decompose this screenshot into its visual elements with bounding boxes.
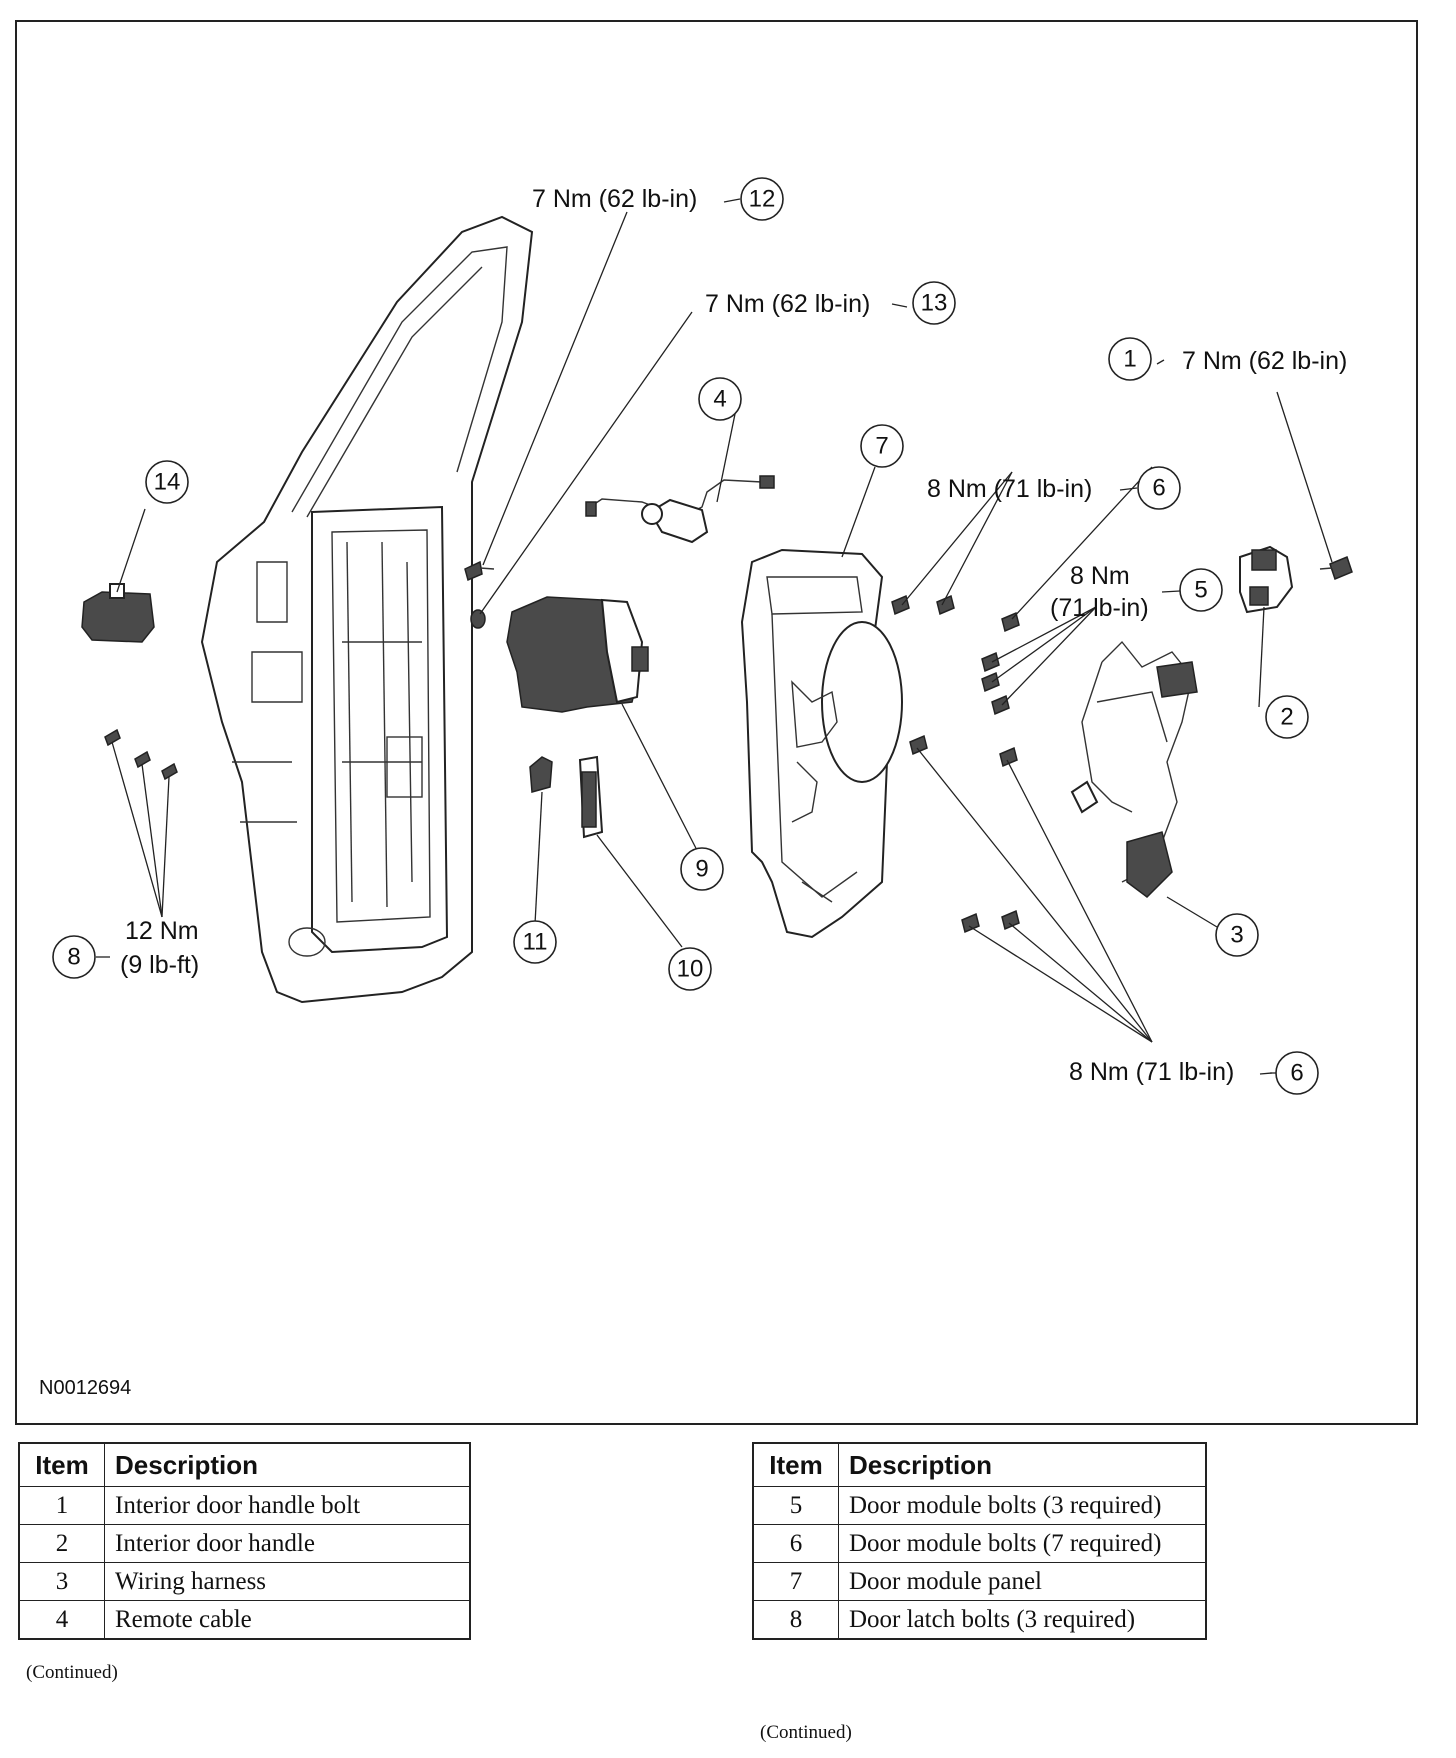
part-3-wiring-harness (1070, 640, 1198, 898)
part-13-nut (470, 609, 486, 629)
callout-5: 5 (1179, 568, 1223, 612)
callout-6-lower-torque: 8 Nm (71 lb-in) (1069, 1058, 1234, 1086)
callout-8: 8 (52, 935, 96, 979)
svg-text:14: 14 (154, 469, 181, 496)
table-2-continued-note: (Continued) (760, 1722, 852, 1743)
table-row: 1 Interior door handle bolt (18, 1486, 471, 1525)
table-2-header-description: Description (838, 1442, 1207, 1487)
callout-1: 1 (1108, 337, 1152, 381)
part-2-interior-door-handle (1239, 545, 1294, 614)
svg-text:1: 1 (1123, 346, 1136, 373)
part-12-bolt (464, 560, 495, 582)
torque-ticks (96, 198, 1273, 1075)
part-10-detail (581, 771, 597, 828)
table-cell-item: 2 (18, 1524, 105, 1563)
part-9-door-latch (506, 596, 649, 713)
table-row: 8 Door latch bolts (3 required) (752, 1600, 1207, 1640)
table-row: 6 Door module bolts (7 required) (752, 1524, 1207, 1563)
svg-text:9: 9 (695, 856, 708, 883)
table-row: 3 Wiring harness (18, 1562, 471, 1601)
table-cell-description: Remote cable (104, 1600, 471, 1640)
table-cell-description: Door module bolts (3 required) (838, 1486, 1207, 1525)
callout-1-torque: 7 Nm (62 lb-in) (1182, 347, 1347, 375)
svg-text:12: 12 (749, 186, 776, 213)
svg-text:8: 8 (67, 944, 80, 971)
callout-5-torque-line1: 8 Nm (1070, 562, 1130, 590)
part-4-remote-cable (585, 475, 775, 544)
svg-text:5: 5 (1194, 577, 1207, 604)
table-row: 5 Door module bolts (3 required) (752, 1486, 1207, 1525)
door-shell (200, 215, 534, 1004)
callout-8-torque-line1: 12 Nm (125, 917, 199, 945)
svg-text:4: 4 (713, 386, 726, 413)
table-cell-item: 7 (752, 1562, 839, 1601)
callout-6-lower: 6 (1275, 1051, 1319, 1095)
table-cell-description: Door module panel (838, 1562, 1207, 1601)
callout-9: 9 (680, 847, 724, 891)
svg-text:13: 13 (921, 290, 948, 317)
svg-text:7: 7 (875, 433, 888, 460)
table-cell-item: 3 (18, 1562, 105, 1601)
part-5-bolts (981, 651, 1010, 716)
part-14-component (81, 583, 155, 643)
leader-lines (111, 211, 1333, 1074)
table-cell-item: 6 (752, 1524, 839, 1563)
part-6-bolts-upper (891, 594, 1020, 633)
callout-2: 2 (1265, 695, 1309, 739)
part-6-bolts-lower (909, 734, 1020, 934)
svg-text:6: 6 (1290, 1060, 1303, 1087)
part-11-component (529, 756, 553, 793)
callout-13-torque: 7 Nm (62 lb-in) (705, 290, 870, 318)
table-row: 7 Door module panel (752, 1562, 1207, 1601)
part-8-door-latch-bolts (104, 728, 178, 781)
table-row: 2 Interior door handle (18, 1524, 471, 1563)
callout-10: 10 (668, 947, 712, 991)
svg-text:11: 11 (523, 929, 548, 956)
legend-table-1: Item Description 1 Interior door handle … (18, 1442, 471, 1640)
exploded-view-figure: 7 Nm (62 lb-in) 7 Nm (62 lb-in) 7 Nm (62… (15, 20, 1418, 1425)
callout-7: 7 (860, 424, 904, 468)
callout-14: 14 (145, 460, 189, 504)
table-cell-item: 4 (18, 1600, 105, 1640)
figure-id: N0012694 (39, 1377, 131, 1399)
callout-12-torque: 7 Nm (62 lb-in) (532, 185, 697, 213)
table-2-header-item: Item (752, 1442, 839, 1487)
callout-6-upper-torque: 8 Nm (71 lb-in) (927, 475, 1092, 503)
legend-table-2: Item Description 5 Door module bolts (3 … (752, 1442, 1207, 1640)
table-row: 4 Remote cable (18, 1600, 471, 1640)
table-1-header-description: Description (104, 1442, 471, 1487)
table-cell-description: Wiring harness (104, 1562, 471, 1601)
table-cell-item: 8 (752, 1600, 839, 1640)
part-1-interior-door-handle-bolt (1319, 556, 1353, 580)
callout-11: 11 (513, 920, 557, 964)
callout-8-torque-line2: (9 lb-ft) (120, 951, 199, 979)
table-1-header-item: Item (18, 1442, 105, 1487)
svg-text:3: 3 (1230, 922, 1243, 949)
table-cell-description: Interior door handle bolt (104, 1486, 471, 1525)
table-1-continued-note: (Continued) (26, 1662, 118, 1683)
svg-text:2: 2 (1280, 704, 1293, 731)
callout-12: 12 (740, 177, 784, 221)
callout-5-torque-line2: (71 lb-in) (1050, 594, 1149, 622)
svg-text:10: 10 (677, 956, 704, 983)
callout-13: 13 (912, 281, 956, 325)
svg-text:6: 6 (1152, 475, 1165, 502)
table-cell-description: Interior door handle (104, 1524, 471, 1563)
callout-3: 3 (1215, 913, 1259, 957)
table-cell-description: Door module bolts (7 required) (838, 1524, 1207, 1563)
callout-4: 4 (698, 377, 742, 421)
callout-6-upper: 6 (1137, 466, 1181, 510)
part-7-door-module-panel (740, 548, 903, 939)
table-cell-item: 5 (752, 1486, 839, 1525)
table-cell-description: Door latch bolts (3 required) (838, 1600, 1207, 1640)
table-cell-item: 1 (18, 1486, 105, 1525)
door-exploded-diagram: 7 Nm (62 lb-in) 7 Nm (62 lb-in) 7 Nm (62… (39, 177, 1353, 1399)
